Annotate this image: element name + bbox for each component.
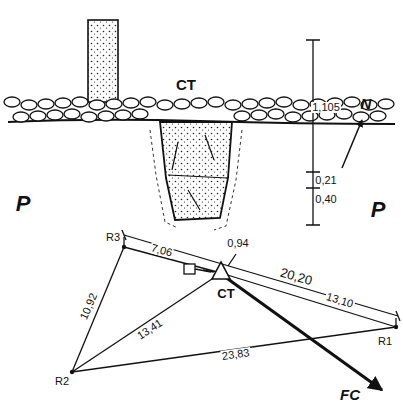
distance-value: 13,41 — [135, 316, 166, 341]
distance-value: 10,92 — [78, 290, 100, 321]
pavement-label: P — [15, 193, 32, 215]
point-label: R2 — [54, 376, 70, 387]
box-leader — [195, 269, 211, 272]
fc-direction-arrow — [221, 274, 382, 390]
ct-block — [160, 122, 232, 220]
distance-value: 23,83 — [221, 346, 252, 361]
north-label: N — [360, 96, 373, 111]
plan-lines — [72, 230, 400, 372]
point-label: R3 — [105, 232, 121, 243]
block-label: CT — [175, 77, 197, 92]
dimension-value: 0,40 — [314, 194, 337, 205]
dimension-value: 0,21 — [314, 175, 337, 186]
point-r3 — [122, 245, 126, 249]
north-arrow — [342, 120, 362, 168]
block-cracks — [168, 135, 227, 210]
distance-value: 0,94 — [226, 238, 249, 249]
point-r2 — [70, 370, 74, 374]
dimension-value: 1,105 — [311, 102, 341, 113]
pavement-label: P — [370, 199, 387, 221]
point-label: R1 — [377, 336, 393, 347]
direction-label: FC — [339, 387, 361, 402]
pillar — [88, 20, 118, 102]
distance-value: 20,20 — [278, 265, 315, 287]
soil-hatch — [150, 130, 242, 230]
point-r1 — [394, 325, 398, 329]
reference-box — [184, 264, 195, 274]
ct-triangle — [212, 262, 230, 279]
distance-value: 7,06 — [149, 242, 174, 259]
point-label: CT — [216, 287, 235, 300]
cobblestones — [4, 97, 394, 122]
